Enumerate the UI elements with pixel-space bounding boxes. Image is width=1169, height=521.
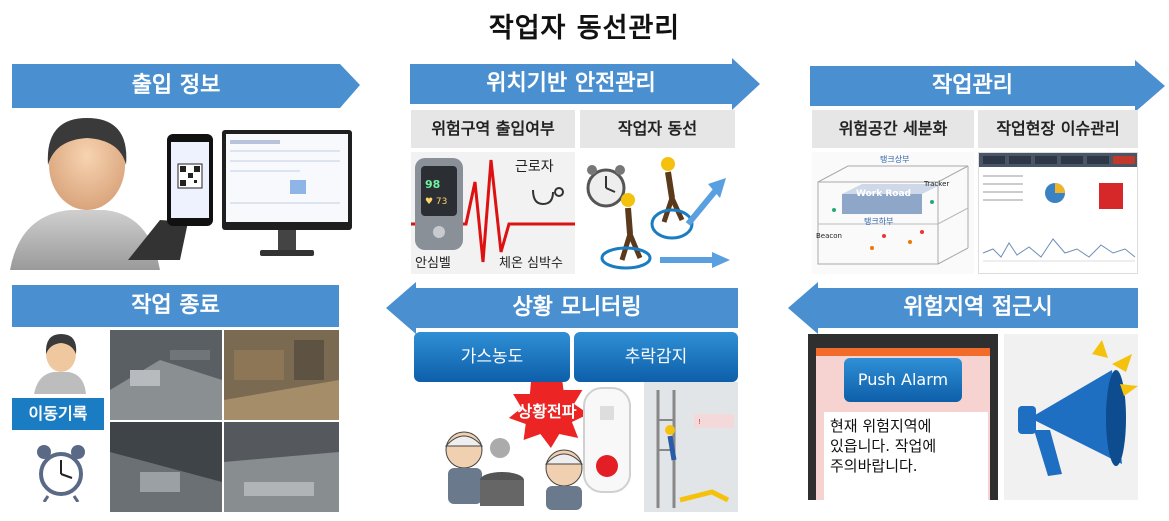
walking-worker-icon [619,157,685,261]
cctv-feed-3 [110,422,222,512]
issue-dashboard-panel [978,152,1138,274]
arrow-work-mgmt-label: 작업관리 [932,73,1013,98]
ecg-label-safety-bell: 안심벨 [415,256,451,271]
arrow-entry: 출입 정보 [12,60,360,110]
push-alarm-screen: Push Alarm 현재 위험지역에 있읍니다. 작업에 주의바랍니다. [808,334,998,500]
map-label-tank-top: 탱크상부 [880,155,910,164]
stethoscope-icon [532,187,564,206]
megaphone-icon [1018,340,1138,476]
alert-burst-label: 상황전파 [517,402,577,421]
megaphone-panel [1004,334,1138,500]
cctv-feed-1 [110,330,222,420]
sub-site-issue-mgmt: 작업현장 이슈관리 [978,110,1138,148]
fall-detection-button[interactable]: 추락감지 [574,332,738,382]
worker-path-panel [580,152,735,274]
map-label-work-road: Work Road [856,189,911,199]
arrow-location: 위치기반 안전관리 [410,58,760,110]
map-label-tracker: Tracker [924,180,950,188]
entry-illustration [10,110,360,270]
arrow-work-mgmt-shape [810,60,1165,112]
arrow-work-mgmt: 작업관리 [810,60,1165,112]
arrow-entry-shape [12,64,360,108]
svg-text:!: ! [698,418,701,426]
header-work-end-label: 작업 종료 [131,293,220,318]
sub-danger-space-subdivision: 위험공간 세분화 [812,110,974,148]
push-alarm-orange-bar [816,348,990,356]
header-work-end: 작업 종료 [12,285,339,327]
push-alarm-line-3: 주의바랍니다. [830,457,918,475]
arrow-danger-approach-label: 위험지역 접근시 [903,295,1053,320]
user-avatar-icon [34,334,86,394]
cctv-feed-2 [224,330,339,420]
monitoring-panel: ! 가스농도 추락감지 상황전파 [412,330,738,512]
ecg-label-temp-heart: 체온 심박수 [499,256,563,271]
arrow-entry-label: 출입 정보 [131,73,221,98]
site-map-panel: 탱크상부 Work Road Tracker 탱크하부 Beacon [812,152,974,274]
gas-concentration-button[interactable]: 가스농도 [414,332,570,382]
alarm-clock-icon [586,165,626,208]
page-title: 작업자 동선관리 [488,13,681,44]
arrow-monitoring-shape [386,282,738,334]
ecg-label-worker: 근로자 [515,159,554,175]
cctv-feed-4 [224,422,339,512]
arrow-danger-approach: 위험지역 접근시 [788,282,1138,334]
map-label-beacon: Beacon [816,232,842,240]
svg-text:♥ 73: ♥ 73 [425,197,447,207]
sub-worker-path: 작업자 동선 [580,110,735,148]
work-end-avatar [30,332,90,394]
push-alarm-message: 현재 위험지역에 있읍니다. 작업에 주의바랍니다. [824,412,988,500]
push-alarm-line-2: 있읍니다. 작업에 [830,437,937,455]
svg-text:98: 98 [425,178,440,191]
arrow-location-label: 위치기반 안전관리 [486,71,656,96]
push-alarm-title: Push Alarm [844,358,962,402]
user-avatar-icon [10,118,352,270]
movement-record-badge: 이동기록 [12,398,104,430]
arrow-monitoring-label: 상황 모니터링 [512,295,642,320]
sub-danger-zone-entry: 위험구역 출입여부 [411,110,575,148]
ecg-panel: 98 ♥ 73 근로자 안심벨 체온 심박수 [411,152,575,274]
ecg-icon: 98 ♥ 73 [411,158,575,263]
alarm-clock-icon [37,445,85,503]
arrow-monitoring: 상황 모니터링 [386,282,738,334]
map-label-tank-bottom: 탱크하부 [864,217,894,226]
push-alarm-line-1: 현재 위험지역에 [830,417,932,435]
work-end-clock [34,440,88,503]
alert-burst-shape [508,370,589,448]
arrow-location-shape [410,58,760,110]
gas-exposure-illustration [444,431,584,510]
arrow-danger-approach-shape [788,282,1138,334]
fall-detector-device [583,387,631,493]
